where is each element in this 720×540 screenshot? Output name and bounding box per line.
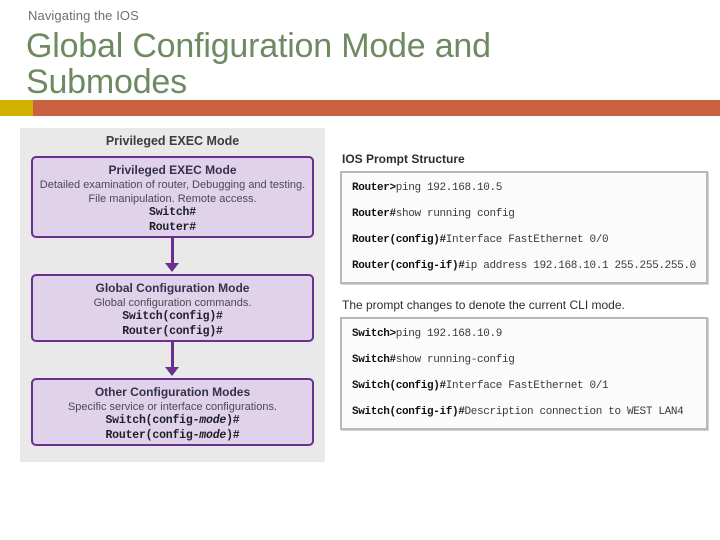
- slide-header: Navigating the IOS Global Configuration …: [0, 0, 720, 118]
- mode-box-description-line2: File manipulation. Remote access.: [88, 193, 257, 205]
- terminal-line: Router#show running config: [352, 208, 515, 220]
- terminal-router-examples: Router>ping 192.168.10.5 Router#show run…: [340, 171, 708, 284]
- terminal-switch-examples: Switch>ping 192.168.10.9 Switch#show run…: [340, 317, 708, 430]
- page-title: Global Configuration Mode and Submodes: [26, 27, 491, 101]
- flow-arrow-line-2: [171, 342, 174, 370]
- terminal-line: Switch(config-if)#Description connection…: [352, 406, 684, 418]
- mode-box-prompt-router: Router#: [149, 220, 196, 234]
- terminal-line: Switch#show running-config: [352, 354, 515, 366]
- mode-box-title: Privileged EXEC Mode: [108, 163, 237, 177]
- mode-box-global-configuration: Global Configuration Mode Global configu…: [31, 274, 314, 342]
- header-rule-gold: [0, 100, 33, 116]
- caption-cli-mode-note: The prompt changes to denote the current…: [342, 298, 625, 312]
- terminal-line: Router(config)#Interface FastEthernet 0/…: [352, 234, 609, 246]
- mode-box-description-line1: Specific service or interface configurat…: [67, 401, 278, 413]
- diagram-heading: Privileged EXEC Mode: [105, 134, 240, 148]
- mode-box-privileged-exec: Privileged EXEC Mode Detailed examinatio…: [31, 156, 314, 238]
- terminal-line: Switch>ping 192.168.10.9: [352, 328, 503, 340]
- mode-hierarchy-diagram: Privileged EXEC Mode Privileged EXEC Mod…: [20, 128, 325, 462]
- mode-box-prompt-router: Router(config-mode)#: [105, 428, 240, 442]
- mode-box-prompt-switch: Switch(config)#: [122, 310, 223, 323]
- prompt-structure-section: IOS Prompt Structure Router>ping 192.168…: [340, 152, 708, 430]
- mode-box-description-line1: Global configuration commands.: [93, 297, 252, 309]
- caption-ios-prompt-structure: IOS Prompt Structure: [342, 152, 465, 166]
- terminal-line: Router>ping 192.168.10.5: [352, 182, 503, 194]
- mode-box-title: Global Configuration Mode: [95, 281, 250, 295]
- mode-box-prompt-switch: Switch(config-mode)#: [105, 414, 240, 427]
- eyebrow-text: Navigating the IOS: [28, 8, 139, 23]
- flow-arrow-head-2: [165, 367, 179, 376]
- mode-box-prompt-router: Router(config)#: [122, 324, 223, 338]
- mode-box-other-configuration: Other Configuration Modes Specific servi…: [31, 378, 314, 446]
- mode-box-title: Other Configuration Modes: [94, 385, 251, 399]
- terminal-line: Router(config-if)#ip address 192.168.10.…: [352, 260, 696, 272]
- flow-arrow-head-1: [165, 263, 179, 272]
- mode-box-prompt-switch: Switch#: [149, 206, 196, 219]
- header-rule-red: [0, 100, 720, 116]
- mode-box-description-line1: Detailed examination of router, Debuggin…: [39, 179, 306, 191]
- flow-arrow-line-1: [171, 238, 174, 266]
- terminal-line: Switch(config)#Interface FastEthernet 0/…: [352, 380, 609, 392]
